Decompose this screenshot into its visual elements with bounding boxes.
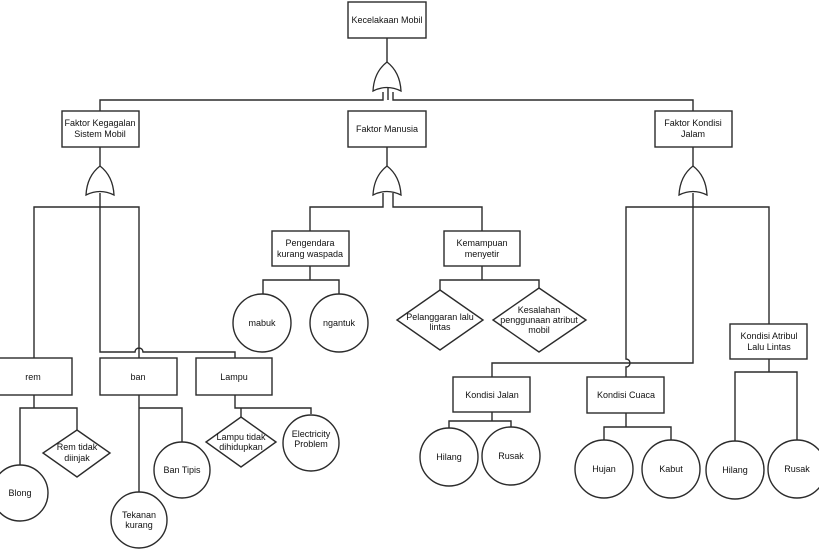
event-top: Kecelakaan Mobil (347, 1, 427, 39)
event-label: dihidupkan (219, 442, 263, 452)
event-label: Hujan (592, 464, 616, 474)
basic-electricity: Electricity Problem (282, 414, 340, 472)
or-gate-jalan (678, 165, 708, 197)
event-faktor-sistem: Faktor Kegagalan Sistem Mobil (61, 110, 140, 148)
basic-ngantuk: ngantuk (309, 293, 369, 353)
event-label: Blong (8, 488, 31, 498)
event-label: Lampu tidak (216, 432, 266, 442)
event-label: Rem tidak (57, 442, 98, 452)
event-rem: rem (0, 357, 73, 396)
event-label: Rusak (784, 464, 810, 474)
event-label: Jalam (681, 129, 705, 139)
event-label: Faktor Manusia (356, 124, 418, 134)
event-label: lintas (429, 322, 451, 332)
event-label: Hilang (722, 465, 748, 475)
event-label: Kondisi Atribul (740, 331, 797, 341)
event-label: Kemampuan (456, 238, 507, 248)
basic-atribut-hilang: Hilang (705, 440, 765, 500)
undeveloped-pelanggaran: Pelanggaran lalu lintas (395, 289, 485, 351)
or-gate-top (372, 61, 402, 93)
event-label: Pelanggaran lalu (406, 312, 474, 322)
basic-jalan-rusak: Rusak (481, 426, 541, 486)
event-pengendara: Pengendara kurang waspada (271, 230, 350, 267)
event-lampu: Lampu (195, 357, 273, 396)
event-label: mobil (528, 325, 550, 335)
basic-kabut: Kabut (641, 439, 701, 499)
connector-lines (19, 38, 798, 493)
event-label: Kondisi Jalan (465, 390, 519, 400)
event-label: Faktor Kondisi (664, 118, 722, 128)
event-kondisi-atribut: Kondisi Atribul Lalu Lintas (729, 323, 808, 360)
event-kemampuan: Kemampuan menyetir (443, 230, 521, 267)
event-label: Faktor Kegagalan (64, 118, 135, 128)
undeveloped-kesalahan: Kesalahan penggunaan atribut mobil (491, 287, 588, 353)
event-label: Kabut (659, 464, 683, 474)
event-label: Hilang (436, 452, 462, 462)
event-label: Lalu Lintas (747, 342, 791, 352)
event-kondisi-cuaca: Kondisi Cuaca (586, 376, 665, 414)
basic-mabuk: mabuk (232, 293, 292, 353)
event-label: Electricity (292, 429, 331, 439)
event-label: Sistem Mobil (74, 129, 126, 139)
undeveloped-lampu-tidak: Lampu tidak dihidupkan (204, 416, 278, 468)
event-label: kurang waspada (277, 249, 343, 259)
basic-jalan-hilang: Hilang (419, 427, 479, 487)
event-label: ngantuk (323, 318, 356, 328)
event-ban: ban (99, 357, 178, 396)
event-faktor-jalan: Faktor Kondisi Jalam (654, 110, 733, 148)
event-label: Tekanan (122, 510, 156, 520)
basic-atribut-rusak: Rusak (767, 439, 819, 499)
event-label: menyetir (465, 249, 500, 259)
event-label: mabuk (248, 318, 276, 328)
event-label: penggunaan atribut (500, 315, 578, 325)
basic-hujan: Hujan (574, 439, 634, 499)
event-label: Lampu (220, 372, 248, 382)
undeveloped-rem-tidak-diinjak: Rem tidak diinjak (41, 429, 112, 478)
event-label: rem (25, 372, 41, 382)
event-label: Kesalahan (518, 305, 561, 315)
basic-ban-tipis: Ban Tipis (153, 441, 211, 499)
event-label: ban (130, 372, 145, 382)
or-gate-sistem (85, 165, 115, 197)
event-kondisi-jalan: Kondisi Jalan (452, 376, 531, 413)
event-label: Pengendara (285, 238, 334, 248)
basic-blong: Blong (0, 464, 49, 522)
event-label: Rusak (498, 451, 524, 461)
basic-tekanan-kurang: Tekanan kurang (110, 491, 168, 549)
event-faktor-manusia: Faktor Manusia (347, 110, 427, 148)
event-label: Kecelakaan Mobil (351, 15, 422, 25)
or-gate-manusia (372, 165, 402, 197)
event-label: Ban Tipis (163, 465, 201, 475)
event-label: kurang (125, 520, 153, 530)
event-label: diinjak (64, 453, 90, 463)
event-label: Kondisi Cuaca (597, 390, 655, 400)
event-label: Problem (294, 439, 328, 449)
